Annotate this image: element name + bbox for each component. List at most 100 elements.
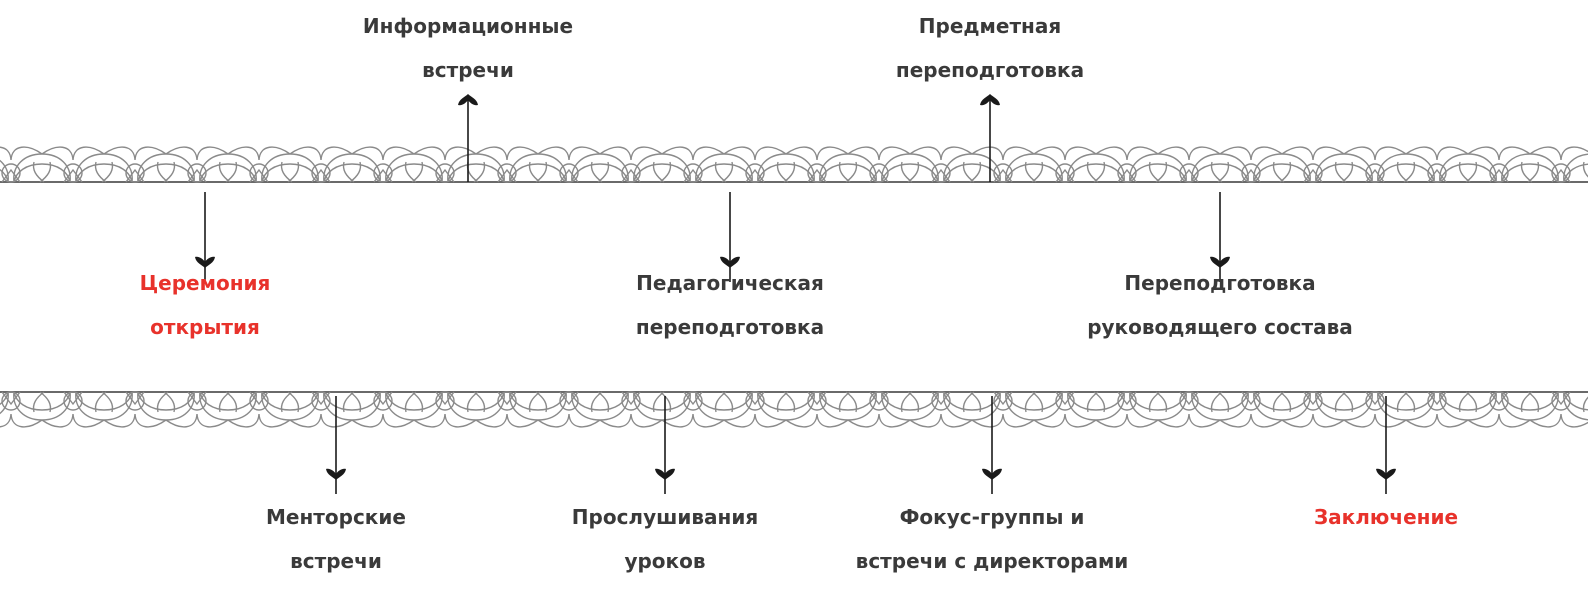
ornament-motif (907, 146, 975, 183)
ornament-motif (225, 391, 293, 428)
ornament-band-bottom (0, 391, 1588, 428)
leaf-arrow-icon (326, 468, 346, 480)
timeline-label: Менторские встречи (166, 495, 506, 583)
label-line: Менторские (266, 505, 406, 529)
ornament-motif (287, 146, 355, 183)
ornament-motif (535, 146, 603, 183)
ornament-motif (969, 391, 1037, 428)
ornament-motif (411, 391, 479, 428)
ornament-motif (1279, 391, 1347, 428)
leaf-arrow-icon (720, 256, 740, 268)
connector (458, 94, 478, 182)
timeline-label: Церемония открытия (35, 261, 375, 349)
connector (655, 396, 675, 494)
label-line: открытия (150, 315, 260, 339)
label-line: Прослушивания (571, 505, 759, 529)
leaf-arrow-icon (195, 256, 215, 268)
label-line: переподготовка (635, 315, 825, 339)
timeline-label: Педагогическая переподготовка (560, 261, 900, 349)
label-line: Педагогическая (636, 271, 824, 295)
ornament-motif (1093, 391, 1161, 428)
ornament-motif (163, 391, 231, 428)
ornament-motif (1093, 146, 1161, 183)
ornament-motif (845, 391, 913, 428)
timeline-label: Информационные встречи (298, 4, 638, 92)
label-line: Заключение (1313, 505, 1459, 529)
label-line: Церемония (139, 271, 271, 295)
ornament-motif (1217, 391, 1285, 428)
leaf-arrow-icon (458, 94, 478, 106)
ornament-motif (473, 391, 541, 428)
ornament-motif (225, 146, 293, 183)
leaf-arrow-icon (982, 468, 1002, 480)
ornament-motif (1465, 146, 1533, 183)
ornament-motif (721, 391, 789, 428)
ornament-motif (659, 146, 727, 183)
ornament-motif (349, 146, 417, 183)
ornament-motif (535, 391, 603, 428)
ornament-motif (0, 391, 45, 428)
ornament-motif (163, 146, 231, 183)
label-line: Переподготовка (1124, 271, 1316, 295)
label-line: Информационные (362, 14, 574, 38)
ornament-motif (0, 146, 45, 183)
ornament-motif (1155, 146, 1223, 183)
ornament-motif (1403, 391, 1471, 428)
ornament-motif (101, 391, 169, 428)
ornament-motif (597, 391, 665, 428)
connector (326, 396, 346, 494)
ornament-motif (1031, 391, 1099, 428)
connector-layer (195, 94, 1396, 494)
connector (720, 192, 740, 282)
timeline-label: Прослушивания уроков (495, 495, 835, 583)
label-line: встречи (422, 58, 514, 82)
ornament-motif (349, 391, 417, 428)
ornament-motif (659, 391, 727, 428)
timeline-label: Предметная переподготовка (820, 4, 1160, 92)
ornament-motif (1031, 146, 1099, 183)
ornament-motif (1403, 146, 1471, 183)
label-line: уроков (624, 549, 706, 573)
ornament-motif (597, 146, 665, 183)
label-line: встречи (290, 549, 382, 573)
leaf-arrow-icon (980, 94, 1000, 106)
connector (1376, 396, 1396, 494)
label-line: руководящего состава (1087, 315, 1353, 339)
timeline-label: Переподготовка руководящего состава (1050, 261, 1390, 349)
ornament-motif (783, 146, 851, 183)
timeline-label: Фокус-группы и встречи с директорами (822, 495, 1162, 583)
ornament-motif (473, 146, 541, 183)
leaf-arrow-icon (655, 468, 675, 480)
ornament-motif (907, 391, 975, 428)
ornament-motif (1279, 146, 1347, 183)
ornament-motif (1465, 391, 1533, 428)
timeline-label: Заключение (1216, 495, 1556, 539)
ornament-motif (101, 146, 169, 183)
connector (1210, 192, 1230, 282)
ornament-motif (1341, 146, 1409, 183)
ornament-motif (721, 146, 789, 183)
ornament-motif (845, 146, 913, 183)
ornament-band-top (0, 146, 1588, 183)
label-line: Предметная (918, 14, 1062, 38)
ornament-motif (1341, 391, 1409, 428)
ornament-motif (39, 391, 107, 428)
ornament-motif (287, 391, 355, 428)
connector (980, 94, 1000, 182)
leaf-arrow-icon (1376, 468, 1396, 480)
label-line: переподготовка (895, 58, 1085, 82)
connector (195, 192, 215, 282)
label-line: встречи с директорами (855, 549, 1129, 573)
ornament-motif (783, 391, 851, 428)
connector (982, 396, 1002, 494)
ornament-motif (1217, 146, 1285, 183)
ornament-motif (969, 146, 1037, 183)
ornament-motif (1155, 391, 1223, 428)
leaf-arrow-icon (1210, 256, 1230, 268)
ornament-motif (1527, 391, 1588, 428)
ornament-motif (1527, 146, 1588, 183)
ornament-motif (39, 146, 107, 183)
label-line: Фокус-группы и (899, 505, 1085, 529)
